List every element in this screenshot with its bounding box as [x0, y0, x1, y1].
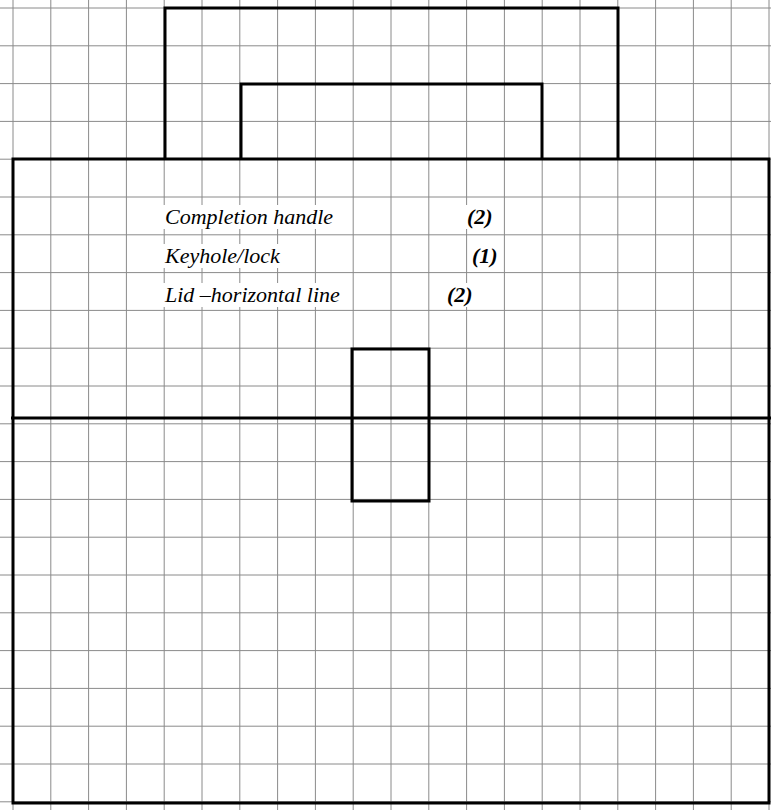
grid-line	[0, 45, 771, 46]
grid-line	[0, 234, 771, 235]
mark-count: (2)	[445, 283, 475, 307]
grid-line	[0, 612, 771, 613]
handle-inner	[241, 84, 542, 159]
mark-count: (2)	[465, 205, 495, 229]
keyhole-lock	[352, 349, 429, 501]
note-text: Lid –horizontal line	[163, 283, 342, 307]
grid-line	[0, 688, 771, 689]
lid-line	[11, 417, 771, 420]
grid-line	[0, 423, 771, 424]
note-text: Completion handle	[163, 205, 335, 229]
grid-line	[0, 726, 771, 727]
grid-line	[0, 461, 771, 462]
mark-count: (1)	[470, 244, 500, 268]
grid-line	[0, 650, 771, 651]
grid-line	[0, 575, 771, 576]
case-body	[13, 159, 769, 803]
grid-line	[0, 764, 771, 765]
grid-line	[0, 197, 771, 198]
grid-line	[0, 272, 771, 273]
grid-line	[0, 386, 771, 387]
grid-line	[0, 537, 771, 538]
note-text: Keyhole/lock	[163, 244, 282, 268]
grid-line	[0, 310, 771, 311]
grid-line	[0, 121, 771, 122]
handle-outer	[165, 8, 618, 159]
